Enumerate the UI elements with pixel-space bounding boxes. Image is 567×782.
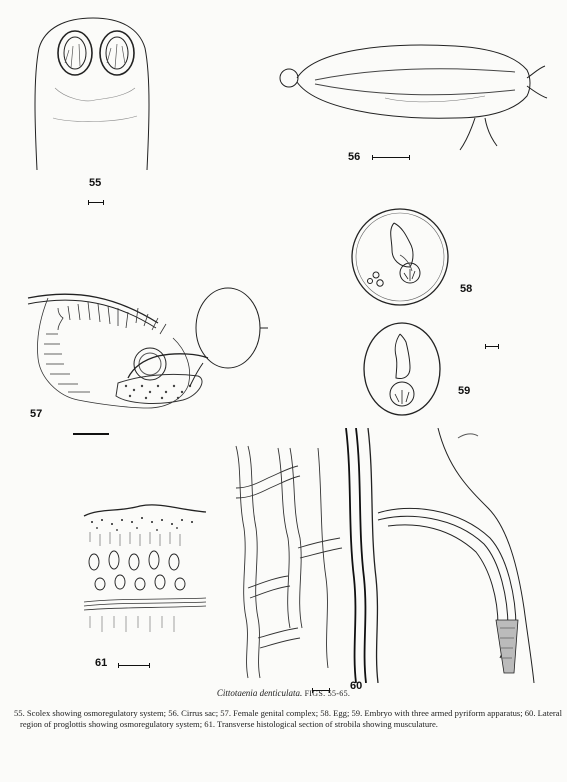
figure-58-59-scale-bar	[485, 344, 499, 349]
caption-figs-range: FIGS. 55-65.	[304, 689, 351, 698]
figure-57-female-genital-complex	[18, 268, 268, 418]
figure-60-number: 60	[350, 680, 363, 692]
caption-body: 55. Scolex showing osmoregulatory system…	[14, 708, 562, 729]
figure-57-number: 57	[30, 408, 43, 420]
figure-55-number: 55	[89, 177, 102, 189]
figure-56-number: 56	[348, 151, 361, 163]
figure-58-egg	[348, 205, 454, 311]
caption-species: Cittotaenia denticulata.	[216, 688, 303, 698]
figure-57-scale-bar	[73, 431, 109, 436]
figure-61-number: 61	[95, 657, 108, 669]
figure-56-scale-bar	[372, 155, 410, 160]
figure-56-cirrus-sac	[275, 38, 555, 153]
figure-61-transverse-section	[80, 502, 210, 652]
figure-55-scale-bar	[88, 200, 104, 205]
figure-58-number: 58	[460, 283, 473, 295]
figure-61-scale-bar	[118, 663, 150, 668]
figure-60-scale-bar	[312, 688, 330, 693]
figure-60-lateral-region-proglottis	[228, 428, 548, 683]
caption-title: Cittotaenia denticulata. FIGS. 55-65.	[0, 688, 567, 698]
figure-55-scolex	[25, 8, 160, 173]
figure-59-number: 59	[458, 385, 471, 397]
figure-59-embryo	[360, 320, 448, 418]
